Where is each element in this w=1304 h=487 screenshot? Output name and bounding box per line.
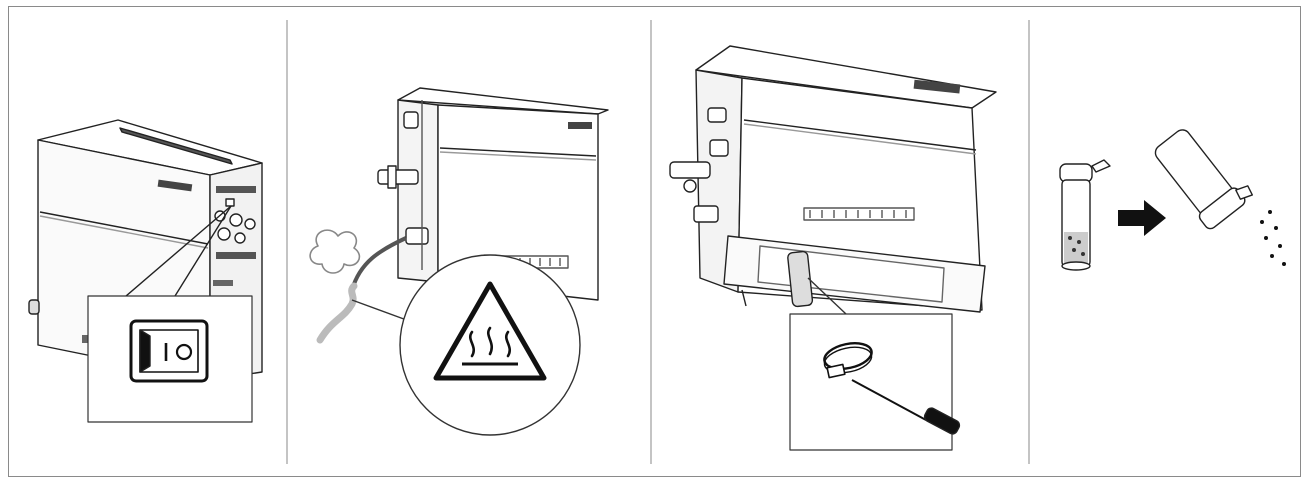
steam-generator-icon [377,87,609,301]
panel-power-switch [28,119,263,423]
panel-filter-emptying [1059,129,1286,271]
filter-cartridge-icon [1059,159,1111,271]
filter-cartridge-icon [1154,129,1254,230]
hot-surface-warning-icon [433,281,547,381]
hose-clamp-screwdriver-icon [823,342,961,435]
panel-hose-clamp [669,45,997,451]
panel-hot-steam [309,87,609,436]
steam-generator-icon [669,45,997,313]
steam-cloud-icon [309,229,361,274]
arrow-right-icon [1118,200,1166,236]
steam-hose [350,236,407,291]
debris-dots [1260,210,1286,266]
power-switch-icon [129,319,209,383]
clamp-callout-box [789,313,953,451]
outer-frame [8,6,1301,477]
